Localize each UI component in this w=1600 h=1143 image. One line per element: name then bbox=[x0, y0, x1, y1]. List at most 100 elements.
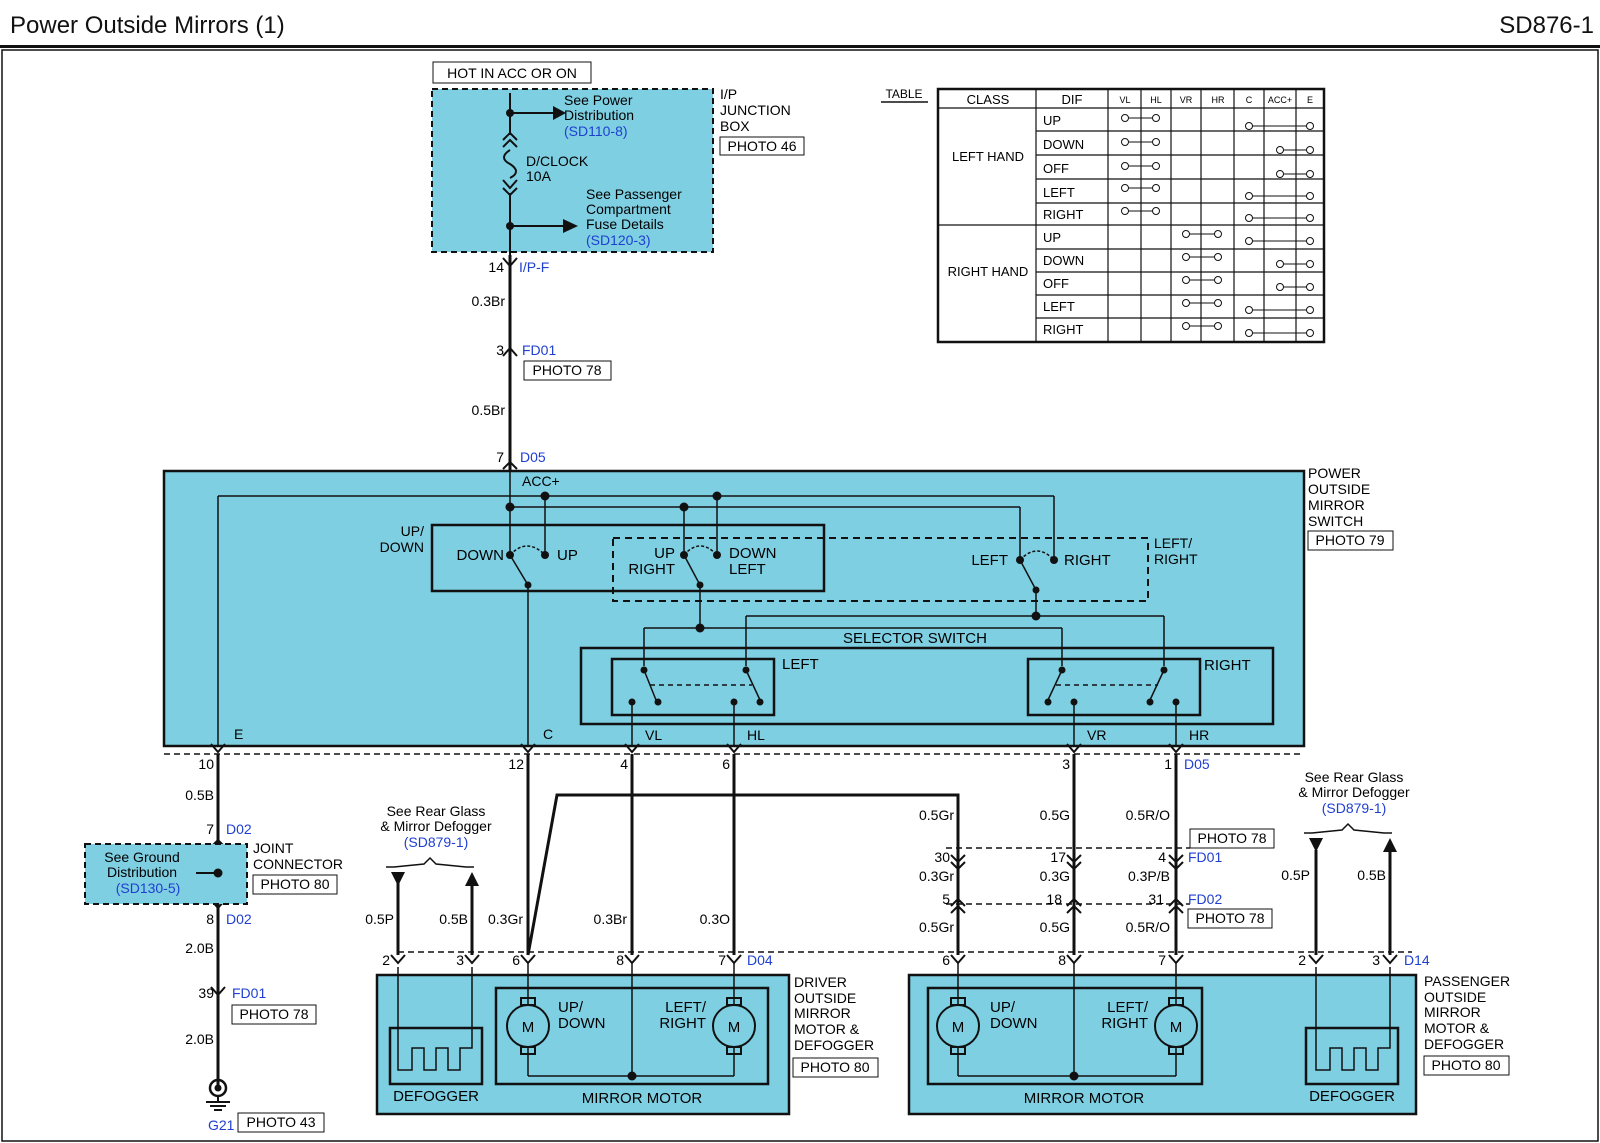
table-connection-dot bbox=[1276, 170, 1284, 178]
rh-row-down: DOWN bbox=[1043, 253, 1084, 268]
th-vr: VR bbox=[1180, 95, 1193, 105]
defog-ref-left-2: & Mirror Defogger bbox=[380, 818, 492, 834]
pass-name-4: MOTOR & bbox=[1424, 1020, 1490, 1036]
page-code: SD876-1 bbox=[1499, 12, 1594, 39]
box-name-3: BOX bbox=[720, 118, 750, 134]
table-connection-dot bbox=[1121, 114, 1129, 122]
pin-3-d04: 3 bbox=[456, 952, 464, 968]
box-name-2: JUNCTION bbox=[720, 102, 791, 118]
switch-name-4: SWITCH bbox=[1308, 513, 1363, 529]
conn-fd01-top: FD01 bbox=[522, 342, 556, 358]
ground-ref-2: Distribution bbox=[107, 864, 177, 880]
conn-d04: D04 bbox=[747, 952, 773, 968]
pin-7-d02: 7 bbox=[206, 821, 214, 837]
photo78-top: PHOTO 78 bbox=[533, 362, 602, 378]
pass-leftright-1: LEFT/ bbox=[1107, 999, 1149, 1016]
pin-4-d05: 4 bbox=[620, 756, 628, 772]
table-connection-dot bbox=[1245, 306, 1253, 314]
pass-name-1: PASSENGER bbox=[1424, 973, 1510, 989]
driver-name-4: MOTOR & bbox=[794, 1021, 860, 1037]
table-connection-dot bbox=[1306, 283, 1314, 291]
pass-updown-1: UP/ bbox=[990, 999, 1016, 1016]
table-connection-dot bbox=[1276, 283, 1284, 291]
switch-name-2: OUTSIDE bbox=[1308, 481, 1370, 497]
lh-row-off: OFF bbox=[1043, 161, 1069, 176]
wire-03gr-right: 0.3Gr bbox=[919, 868, 954, 884]
wire-03gr-left: 0.3Gr bbox=[488, 911, 523, 927]
rh-row-off: OFF bbox=[1043, 276, 1069, 291]
title-bar: Power Outside Mirrors (1) SD876-1 bbox=[0, 0, 1600, 48]
driver-motor-m2: M bbox=[728, 1019, 741, 1036]
sw-right2: RIGHT bbox=[628, 561, 675, 578]
photo79-label: PHOTO 79 bbox=[1316, 532, 1385, 548]
table-connection-dot bbox=[1245, 237, 1253, 245]
pin-31: 31 bbox=[1148, 891, 1164, 907]
class-left-hand: LEFT HAND bbox=[952, 149, 1024, 164]
sw-down: DOWN bbox=[457, 547, 505, 564]
pin-2-d14: 2 bbox=[1298, 952, 1306, 968]
photo78-gnd: PHOTO 78 bbox=[240, 1006, 309, 1022]
wire-05ro-a: 0.5R/O bbox=[1126, 807, 1170, 823]
table-connection-dot bbox=[1276, 260, 1284, 268]
wire-05b-right: 0.5B bbox=[1357, 867, 1386, 883]
table-connection-dot bbox=[1245, 192, 1253, 200]
connector-ipf: I/P-F bbox=[519, 259, 549, 275]
pin-1-d05: 1 bbox=[1164, 756, 1172, 772]
pin-7-d14: 7 bbox=[1158, 952, 1166, 968]
pass-motor-m1: M bbox=[952, 1019, 965, 1036]
wire-03br-left: 0.3Br bbox=[594, 911, 628, 927]
conn-d02-top: D02 bbox=[226, 821, 252, 837]
pin-39: 39 bbox=[198, 985, 214, 1001]
power-ref-link: (SD110-8) bbox=[564, 123, 628, 139]
table-connection-dot bbox=[1306, 260, 1314, 268]
conn-d05-bottom: D05 bbox=[1184, 756, 1210, 772]
pass-name-5: DEFOGGER bbox=[1424, 1036, 1504, 1052]
updown-1: UP/ bbox=[401, 523, 424, 539]
sw-up2: UP bbox=[654, 545, 675, 562]
driver-updown-2: DOWN bbox=[558, 1015, 606, 1032]
joint-1: JOINT bbox=[253, 840, 294, 856]
defog-ref-left-link: (SD879-1) bbox=[404, 834, 469, 850]
pin-2-d04: 2 bbox=[382, 952, 390, 968]
table-connection-dot bbox=[1306, 170, 1314, 178]
table-connection-dot bbox=[1152, 207, 1160, 215]
driver-motor-label: MIRROR MOTOR bbox=[582, 1090, 703, 1107]
pass-name-2: OUTSIDE bbox=[1424, 989, 1486, 1005]
photo-46-label: PHOTO 46 bbox=[728, 138, 797, 154]
ground-icon bbox=[206, 1078, 230, 1111]
fuse-name: D/CLOCK bbox=[526, 153, 589, 169]
lh-row-right: RIGHT bbox=[1043, 207, 1084, 222]
table-connection-dot bbox=[1306, 122, 1314, 130]
table-connection-dot bbox=[1214, 230, 1222, 238]
table-connection-dot bbox=[1182, 299, 1190, 307]
term-e: E bbox=[234, 726, 243, 742]
sel-right: RIGHT bbox=[1204, 657, 1251, 674]
wire-05p-right: 0.5P bbox=[1281, 867, 1310, 883]
th-vl: VL bbox=[1119, 95, 1130, 105]
wire-20b-2: 2.0B bbox=[185, 1031, 214, 1047]
sw-up: UP bbox=[557, 547, 578, 564]
switch-name-1: POWER bbox=[1308, 465, 1361, 481]
th-hr: HR bbox=[1212, 95, 1225, 105]
pass-photo80: PHOTO 80 bbox=[1432, 1057, 1501, 1073]
pass-ref-2: Compartment bbox=[586, 201, 671, 217]
pin-8-d04: 8 bbox=[616, 952, 624, 968]
ip-junction-box: HOT IN ACC OR ON I/P JUNCTION BOX PHOTO … bbox=[431, 61, 805, 275]
photo80-joint: PHOTO 80 bbox=[261, 876, 330, 892]
pass-ref-link: (SD120-3) bbox=[586, 232, 651, 248]
defog-ref-right-link: (SD879-1) bbox=[1322, 800, 1387, 816]
photo78-fd02: PHOTO 78 bbox=[1196, 910, 1265, 926]
table-connection-dot bbox=[1152, 184, 1160, 192]
pin-14: 14 bbox=[488, 259, 504, 275]
pin-8-d14: 8 bbox=[1058, 952, 1066, 968]
conn-fd01-gnd: FD01 bbox=[232, 985, 266, 1001]
table-connection-dot bbox=[1214, 322, 1222, 330]
table-connection-dot bbox=[1306, 214, 1314, 222]
driver-motor-m1: M bbox=[522, 1019, 535, 1036]
table-connection-dot bbox=[1306, 192, 1314, 200]
table-connection-dot bbox=[1121, 207, 1129, 215]
table-connection-dot bbox=[1182, 253, 1190, 261]
wire-20b-1: 2.0B bbox=[185, 940, 214, 956]
pin-17: 17 bbox=[1050, 849, 1066, 865]
driver-defogger-label: DEFOGGER bbox=[393, 1088, 479, 1105]
